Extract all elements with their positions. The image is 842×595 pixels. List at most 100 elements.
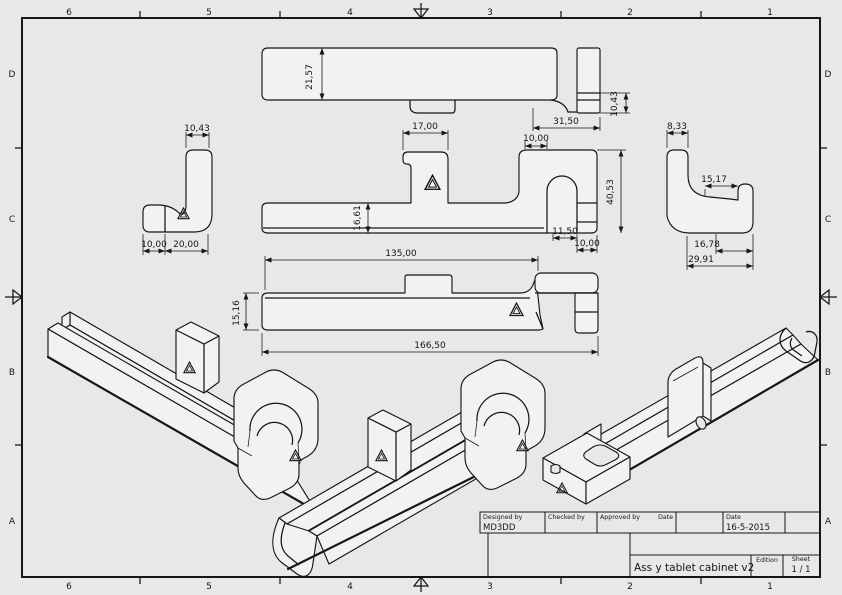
grid-col-label: 6 — [66, 8, 72, 18]
designed-by-value: MD3DD — [483, 523, 516, 533]
dimension-label: 135,00 — [385, 249, 417, 259]
iso-clamp — [461, 360, 545, 489]
part-edge — [550, 99, 577, 113]
dimension-label: 16,61 — [353, 205, 363, 231]
approved-by-label: Approved by — [600, 514, 640, 521]
dimension-label: 10,00 — [141, 240, 167, 250]
grid-row-label: D — [9, 70, 16, 80]
center-mark-bottom-icon — [412, 575, 430, 592]
grid-row-label: D — [825, 70, 832, 80]
part-edge — [574, 292, 599, 334]
center-mark-right-icon — [818, 288, 837, 306]
dimension-label: 8,33 — [667, 122, 687, 132]
dimension-label: 21,57 — [305, 64, 315, 90]
part-slot — [583, 444, 620, 467]
top-border-ticks — [139, 11, 702, 18]
approved-date-label: Date — [658, 514, 673, 521]
extension-lines — [142, 132, 210, 255]
part-edge — [576, 47, 601, 114]
part-edge — [789, 337, 803, 357]
grid-row-label: B — [9, 368, 15, 378]
grid-col-label: 5 — [206, 582, 212, 592]
isometric-view-2 — [272, 360, 545, 577]
center-mark-left-icon — [5, 288, 24, 306]
dimension-label: 40,53 — [606, 179, 616, 205]
part-edge — [535, 292, 598, 313]
grid-col-label: 4 — [347, 8, 353, 18]
title-block-dividers — [629, 533, 820, 577]
date-label: Date — [726, 514, 741, 521]
part-slot — [695, 416, 707, 430]
dimension-label: 31,50 — [553, 117, 579, 127]
part-outline — [261, 149, 598, 234]
designed-by-label: Designed by — [483, 514, 523, 521]
part-edge — [577, 202, 597, 223]
grid-col-label: 3 — [487, 582, 493, 592]
grid-reference-labels: 6 5 4 3 2 1 6 5 4 3 2 1 D C B A D C B A — [9, 8, 832, 592]
part-slot — [550, 463, 561, 475]
grid-col-label: 5 — [206, 8, 212, 18]
grid-row-label: B — [825, 368, 831, 378]
part-face — [702, 362, 712, 422]
extension-lines — [666, 130, 754, 270]
part-outline — [142, 149, 213, 233]
grid-col-label: 1 — [767, 8, 773, 18]
part-edge — [546, 175, 578, 233]
sheet-value: 1 / 1 — [791, 565, 810, 575]
dimension-label: 15,16 — [232, 300, 242, 326]
grid-col-label: 2 — [627, 582, 633, 592]
dimension-label: 15,17 — [701, 175, 727, 185]
right-border-ticks — [820, 147, 827, 446]
dimension-label: 10,00 — [523, 134, 549, 144]
grid-col-label: 4 — [347, 582, 353, 592]
grid-col-label: 1 — [767, 582, 773, 592]
dimension-label: 10,00 — [574, 239, 600, 249]
left-border-ticks — [15, 147, 22, 446]
part-edge — [280, 522, 300, 566]
right-end-detail-view: 8,33 15,17 16,78 29,91 — [666, 122, 754, 270]
part-edge — [672, 366, 699, 382]
date-value: 16-5-2015 — [726, 523, 770, 533]
title-block-dividers — [544, 512, 786, 533]
checked-by-label: Checked by — [548, 514, 585, 521]
grid-col-label: 6 — [66, 582, 72, 592]
part-face — [585, 456, 631, 505]
part-edge — [535, 311, 544, 330]
part-outline — [261, 274, 544, 331]
front-view: 17,00 16,61 40,53 11,50 10,00 — [261, 122, 626, 253]
title-block: Designed by MD3DD Checked by Approved by… — [479, 511, 821, 578]
iso-tab — [368, 410, 411, 481]
grid-col-label: 2 — [627, 8, 633, 18]
isometric-view-1 — [46, 311, 318, 513]
dimension-label: 10,43 — [184, 124, 210, 134]
dimension-label: 29,91 — [688, 255, 714, 265]
iso-tab — [176, 322, 219, 393]
dimension-label: 16,78 — [694, 240, 720, 250]
dimension-label: 20,00 — [173, 240, 199, 250]
extension-lines — [524, 92, 630, 149]
grid-row-label: C — [825, 215, 831, 225]
center-mark-top-icon — [412, 3, 430, 20]
grid-row-label: C — [9, 215, 15, 225]
extension-lines — [243, 256, 599, 356]
part-outline — [666, 149, 754, 234]
bottom-profile-view: 135,00 15,16 166,50 — [232, 249, 599, 356]
dimension-label: 10,43 — [610, 91, 620, 117]
part-face — [272, 517, 318, 577]
part-edge — [577, 92, 600, 101]
sheet-border: 6 5 4 3 2 1 6 5 4 3 2 1 D C B A D C B A — [5, 3, 837, 592]
sheet-label: Sheet — [792, 556, 811, 563]
dimension-label: 11,50 — [552, 227, 578, 237]
grid-row-label: A — [825, 517, 832, 527]
edition-label: Edition — [756, 557, 778, 564]
drawing-title: Ass y tablet cabinet v2 — [634, 562, 754, 574]
left-end-detail-view: 10,43 10,00 20,00 — [141, 124, 213, 255]
grid-col-label: 3 — [487, 8, 493, 18]
dimension-label: 17,00 — [412, 122, 438, 132]
isometric-view-3 — [542, 327, 820, 505]
grid-row-label: A — [9, 517, 16, 527]
iso-clamp — [234, 370, 318, 499]
bottom-border-ticks — [139, 577, 702, 584]
